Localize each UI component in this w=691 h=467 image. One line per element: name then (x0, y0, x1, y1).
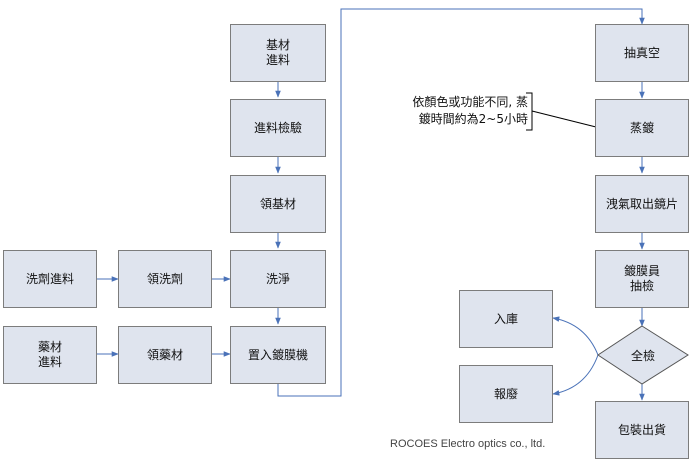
node-coater-sampling: 鍍膜員 抽檢 (595, 250, 689, 308)
edge-inspection-to-warehousing (552, 316, 599, 356)
node-receive-base-material: 領基材 (230, 175, 326, 233)
company-credit: ROCOES Electro optics co., ltd. (390, 438, 546, 450)
edge-load-to-vacuum (277, 8, 645, 397)
node-intake-inspection: 進料檢驗 (230, 99, 326, 157)
node-vent-remove-lens: 洩氣取出鏡片 (595, 175, 689, 233)
annotation-leader (531, 110, 597, 128)
node-cleaning: 洗淨 (230, 250, 326, 308)
node-evaporation-coating: 蒸鍍 (595, 99, 689, 157)
full-inspection-diamond (597, 325, 689, 385)
node-chemical-intake: 藥材 進料 (3, 326, 97, 384)
node-load-coating-machine: 置入鍍膜機 (230, 326, 326, 384)
node-scrap: 報廢 (459, 365, 553, 423)
node-full-inspection-label: 全檢 (630, 348, 655, 363)
node-receive-chemical: 領藥材 (118, 326, 212, 384)
node-base-material-intake: 基材 進料 (230, 24, 326, 82)
node-detergent-intake: 洗劑進料 (3, 250, 97, 308)
node-warehousing: 入庫 (459, 290, 553, 348)
node-package-ship: 包裝出貨 (595, 401, 689, 459)
edge-inspection-to-scrap (552, 354, 599, 396)
node-receive-detergent: 領洗劑 (118, 250, 212, 308)
node-vacuum-pumping: 抽真空 (595, 24, 689, 82)
annotation-coating-time: 依顏色或功能不同, 蒸 鍍時間約為2~5小時 (412, 95, 528, 126)
